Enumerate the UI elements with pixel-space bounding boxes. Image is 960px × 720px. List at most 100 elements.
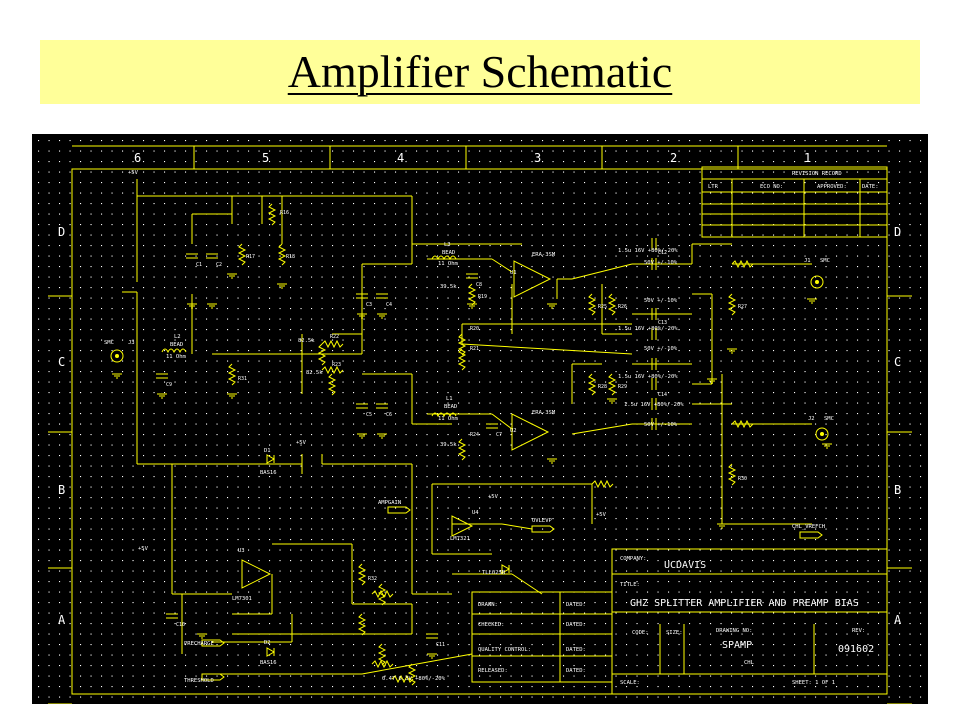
resistor-horizontal <box>731 259 754 269</box>
inductor-l2 <box>161 348 187 354</box>
resistor-ref-label: R19 <box>478 294 487 300</box>
r-bead-value-top: 39.5k <box>440 284 457 290</box>
r15-value: 82.5k <box>298 338 315 344</box>
u3-part: LM7301 <box>232 596 252 602</box>
l1-value: BEAD <box>444 404 457 410</box>
circuit-wire <box>501 523 533 530</box>
resistor-vertical <box>587 373 597 396</box>
d2-part: BAS16 <box>260 660 277 666</box>
resistor-horizontal <box>321 365 344 375</box>
threshold-label: THRESHOLD <box>184 678 214 684</box>
revision-block: REVISION RECORD LTR ECO NO: APPROVED: DA… <box>708 171 879 190</box>
circuit-wiring <box>122 179 812 682</box>
ovlevp-tag <box>531 525 555 533</box>
resistor-horizontal <box>591 479 614 489</box>
released-label: RELEASED: <box>478 668 508 674</box>
cap-rating-mid2: 1.5u 16V +80%/-20% <box>618 374 678 380</box>
row-labels: D C B A D C B A <box>58 225 902 627</box>
capacitor-ref-label: C4 <box>386 302 392 308</box>
resistor-vertical <box>727 463 737 486</box>
cap-rating-mid1: 1.5u 16V +80%/-20% <box>618 326 678 332</box>
resistor-horizontal <box>371 659 394 669</box>
resistor-vertical <box>237 243 247 266</box>
vcc-label-u3: +5V <box>138 546 149 552</box>
l3-value: BEAD <box>442 250 455 256</box>
scale-label: SCALE: <box>620 680 640 686</box>
resistor-horizontal <box>731 419 754 429</box>
cap-rating-b: 50V +/-10% <box>644 298 678 304</box>
d1-label: D1 <box>264 448 271 454</box>
resistor-vertical <box>357 613 367 636</box>
diode-d1 <box>266 454 276 464</box>
drawing-no-label: DRAWING NO: <box>716 628 752 634</box>
code-label: CODE: <box>632 630 649 636</box>
l2-label: L2 <box>174 334 181 340</box>
title-block: COMPANY: UCDAVIS TITLE: GHZ SPLITTER AMP… <box>478 556 874 686</box>
column-label: 6 <box>134 151 141 165</box>
schematic-background <box>32 134 928 704</box>
resistor-ref-label: R25 <box>598 304 607 310</box>
output-connector-1 <box>815 280 819 284</box>
output1-connector-type: SMC <box>820 258 830 264</box>
l2-ohm: 11 Ohm <box>166 354 187 360</box>
output1-connector-label: J1 <box>804 258 811 264</box>
row-label: C <box>894 355 901 369</box>
revision-header-approved: APPROVED: <box>817 184 847 190</box>
amplifier-u1 <box>513 260 552 298</box>
capacitor-ref-label: C12 <box>658 250 667 256</box>
resistor-ref-label: R28 <box>598 384 607 390</box>
resistor-vertical <box>327 373 337 396</box>
capacitor-ref-label: C1 <box>196 262 202 268</box>
resistor-ref-label: R20 <box>470 326 479 332</box>
d1-part: BAS16 <box>260 470 277 476</box>
schematic-diagram: 6 5 4 3 2 1 D C B A D C B A REVISION REC… <box>32 134 928 704</box>
diode-d2 <box>266 647 276 657</box>
revision-header-eco: ECO NO: <box>760 184 783 190</box>
output2-connector-label: J2 <box>808 416 815 422</box>
resistor-vertical <box>727 293 737 316</box>
title-banner: Amplifier Schematic <box>40 40 920 104</box>
u4-label: U4 <box>472 510 479 516</box>
cap-rating-top: 1.5u 16V +80%/-20% <box>618 248 678 254</box>
revision-title: REVISION RECORD <box>792 171 842 177</box>
input-connector <box>115 354 119 358</box>
row-label: B <box>894 483 901 497</box>
size-label: SIZE: <box>666 630 683 636</box>
ampgain-tag <box>387 506 411 514</box>
resistor-ref-label: R24 <box>470 432 479 438</box>
l1-ohm: 11 Ohm <box>438 416 459 422</box>
row-label: D <box>58 225 65 239</box>
ovlevp-label: OVLEVP <box>532 518 553 524</box>
resistor-ref-label: R30 <box>738 476 747 482</box>
input-connector-type: SMC <box>104 340 114 346</box>
u1-part: ERA-3SM <box>532 252 556 258</box>
resistor-ref-label: R16 <box>280 210 289 216</box>
u4-part: LM7321 <box>450 536 470 542</box>
diode-u5 <box>501 564 511 574</box>
circuit-wire <box>361 653 473 675</box>
u5-part: TLL02SB <box>482 570 506 576</box>
capacitor-ref-label: C7 <box>496 432 502 438</box>
capacitor-ref-label: C8 <box>476 282 482 288</box>
resistor-vertical <box>457 348 467 371</box>
drawing-frame <box>48 145 912 704</box>
chl-vrefch-tag <box>799 531 823 539</box>
cap-rating-a: 50V +/-10% <box>644 260 678 266</box>
resistor-ref-label: R21 <box>470 346 479 352</box>
l2-value: BEAD <box>170 342 183 348</box>
l3-label: L3 <box>444 242 451 248</box>
vcc-label-d1: +5V <box>296 440 307 446</box>
output-connector-1 <box>810 275 824 289</box>
resistor-ref-label: R31 <box>238 376 247 382</box>
resistor-vertical <box>357 563 367 586</box>
column-label: 2 <box>670 151 677 165</box>
ground-note: 0.47 6.3V +80%/-20% <box>382 676 446 682</box>
capacitor-ref-label: C9 <box>166 382 172 388</box>
capacitor-ref-label: C5 <box>366 412 372 418</box>
row-label: C <box>58 355 65 369</box>
resistor-vertical <box>317 343 327 366</box>
capacitor-ref-label: C14 <box>658 392 667 398</box>
capacitor-ref-label: C2 <box>216 262 222 268</box>
row-label: D <box>894 225 901 239</box>
